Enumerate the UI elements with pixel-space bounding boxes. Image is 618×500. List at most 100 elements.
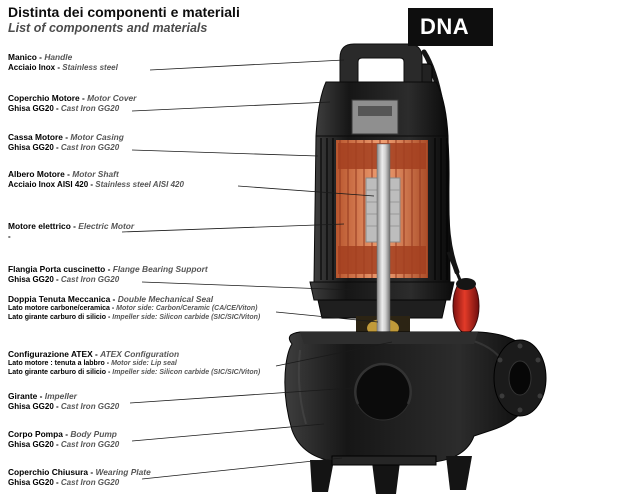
flange-bore (508, 360, 532, 396)
page-title: Distinta dei componenti e materiali (8, 4, 240, 20)
comp-detail-row: Ghisa GG20 - Cast Iron GG20 (8, 402, 119, 412)
volute-highlight-left (297, 349, 307, 425)
leader-line (275, 341, 393, 367)
leader-line (149, 59, 345, 71)
comp-detail-it: Ghisa GG20 (8, 142, 54, 152)
discharge-flange (493, 339, 547, 417)
separator: - (53, 439, 61, 449)
cooling-fins-left (316, 138, 336, 280)
comp-detail-it: Ghisa GG20 (8, 401, 54, 411)
leader-line (275, 311, 379, 323)
impeller-vanes (354, 362, 412, 405)
separator: - (53, 274, 61, 284)
leader-line (131, 423, 325, 442)
leader-line (121, 223, 345, 233)
leader-lines (121, 59, 393, 480)
leg-middle (372, 462, 400, 494)
comp-detail-it: Acciaio Inox (8, 62, 56, 72)
separator: - (36, 52, 45, 62)
separator: - (62, 132, 71, 142)
component-label: Configurazione ATEX - ATEX Configuration… (8, 349, 260, 378)
leader-line (131, 149, 319, 157)
comp-detail-en: Stainless steel (62, 62, 118, 72)
model-badge: DNA (408, 8, 493, 46)
comp-detail-it: Acciaio Inox AISI 420 (8, 179, 89, 189)
comp-detail-row: Ghisa GG20 - Cast Iron GG20 (8, 440, 119, 450)
float-cable (446, 251, 462, 281)
comp-detail-row: Lato girante carburo di silicio - Impell… (8, 314, 260, 323)
comp-name-en: Electric Motor (78, 221, 135, 231)
separator: - (53, 103, 61, 113)
comp-detail-it: Lato girante carburo di silicio (8, 313, 107, 321)
comp-name-en: Motor Shaft (72, 169, 119, 179)
comp-name-it: Coperchio Motore (8, 93, 80, 103)
comp-name-row: Albero Motore - Motor Shaft (8, 169, 184, 180)
comp-name-it: Cassa Motore (8, 132, 63, 142)
terminal-block (351, 99, 399, 135)
separator: - (110, 294, 118, 304)
separator: - (105, 264, 113, 274)
separator: - (88, 179, 96, 189)
comp-detail-it: Lato motore carbone/ceramica (8, 304, 110, 312)
comp-name-it: Girante (8, 391, 38, 401)
separator: - (106, 368, 113, 376)
terminal-block-detail (358, 106, 392, 116)
comp-name-en: Wearing Plate (95, 467, 151, 477)
separator: - (62, 429, 71, 439)
leader-line (141, 281, 355, 291)
separator: - (109, 304, 117, 312)
comp-name-it: Corpo Pompa (8, 429, 63, 439)
component-label: Doppia Tenuta Meccanica - Double Mechani… (8, 294, 260, 323)
comp-detail-en: Stainless steel AISI 420 (95, 179, 184, 189)
comp-name-row: Doppia Tenuta Meccanica - Double Mechani… (8, 294, 260, 305)
separator: - (70, 221, 79, 231)
volute-top-rim (300, 332, 478, 344)
cooling-fins-right (430, 138, 448, 280)
separator: - (88, 467, 96, 477)
float-cap (456, 278, 476, 290)
comp-detail-it: Lato motore : tenuta a labbro (8, 359, 105, 367)
comp-detail-row: Acciaio Inox AISI 420 - Stainless steel … (8, 180, 184, 190)
comp-detail-row: Lato motore carbone/ceramica - Motor sid… (8, 305, 260, 314)
separator: - (104, 359, 112, 367)
comp-name-it: Configurazione ATEX (8, 349, 93, 359)
comp-name-row: Cassa Motore - Motor Casing (8, 132, 124, 143)
comp-detail-it: - (8, 231, 11, 241)
comp-detail-row: - (8, 232, 134, 242)
leader-line (141, 457, 343, 480)
comp-detail-en: Cast Iron GG20 (60, 439, 120, 449)
separator: - (37, 391, 45, 401)
comp-detail-row: Acciaio Inox - Stainless steel (8, 63, 118, 73)
comp-name-row: Motore elettrico - Electric Motor (8, 221, 134, 232)
comp-name-row: Coperchio Motore - Motor Cover (8, 93, 136, 104)
comp-name-en: Motor Casing (70, 132, 124, 142)
comp-name-en: Double Mechanical Seal (117, 294, 214, 304)
comp-detail-it: Ghisa GG20 (8, 103, 54, 113)
comp-name-it: Manico (8, 52, 37, 62)
separator: - (64, 169, 73, 179)
wearing-plate-shape (331, 455, 437, 466)
comp-detail-en: Motor side: Lip seal (111, 359, 177, 367)
comp-detail-en: Cast Iron GG20 (60, 477, 120, 487)
comp-detail-row: Ghisa GG20 - Cast Iron GG20 (8, 478, 151, 488)
float-switch (446, 251, 480, 334)
separator: - (53, 401, 61, 411)
comp-name-en: Impeller (44, 391, 77, 401)
comp-detail-it: Ghisa GG20 (8, 439, 54, 449)
comp-name-it: Coperchio Chiusura (8, 467, 89, 477)
comp-name-it: Motore elettrico (8, 221, 71, 231)
comp-detail-row: Ghisa GG20 - Cast Iron GG20 (8, 275, 208, 285)
leader-line (131, 101, 331, 112)
separator: - (55, 62, 63, 72)
component-label: Flangia Porta cuscinetto - Flange Bearin… (8, 264, 208, 285)
comp-detail-en: Impeller side: Silicon carbide (SIC/SIC/… (112, 313, 261, 321)
comp-detail-en: Cast Iron GG20 (60, 103, 120, 113)
